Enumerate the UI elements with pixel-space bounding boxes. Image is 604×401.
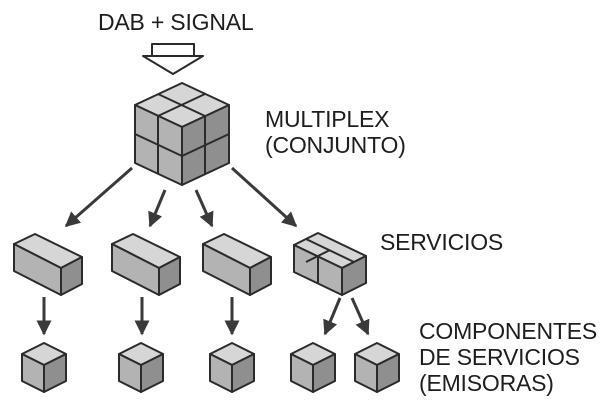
- components-label-line: COMPONENTES: [419, 318, 597, 344]
- component-cube-icon: [21, 342, 67, 393]
- components-label-line: DE SERVICIOS: [419, 344, 580, 370]
- components-label: COMPONENTES DE SERVICIOS (EMISORAS): [419, 318, 597, 396]
- component-cube-icon: [290, 342, 336, 393]
- service-block-icon: [202, 233, 272, 296]
- multiplex-cube-icon: [134, 82, 230, 186]
- multiplex-label-line: MULTIPLEX: [265, 106, 390, 132]
- multiplex-label-line: (CONJUNTO): [265, 132, 406, 158]
- service-block-icon: [111, 233, 181, 296]
- multiplex-to-services-arrows: [64, 166, 298, 228]
- input-signal-label: DAB + SIGNAL: [98, 9, 254, 35]
- components-label-line: (EMISORAS): [419, 370, 554, 396]
- component-cube-icon: [118, 342, 164, 393]
- multiplex-label: MULTIPLEX (CONJUNTO): [265, 106, 406, 158]
- services-label: SERVICIOS: [380, 229, 504, 255]
- input-arrow-icon: [142, 43, 204, 75]
- component-cube-icon: [209, 342, 255, 393]
- component-cube-icon: [354, 342, 400, 393]
- service-double-block-icon: [293, 232, 367, 296]
- services-to-components-arrows: [36, 297, 370, 336]
- service-block-icon: [13, 233, 83, 296]
